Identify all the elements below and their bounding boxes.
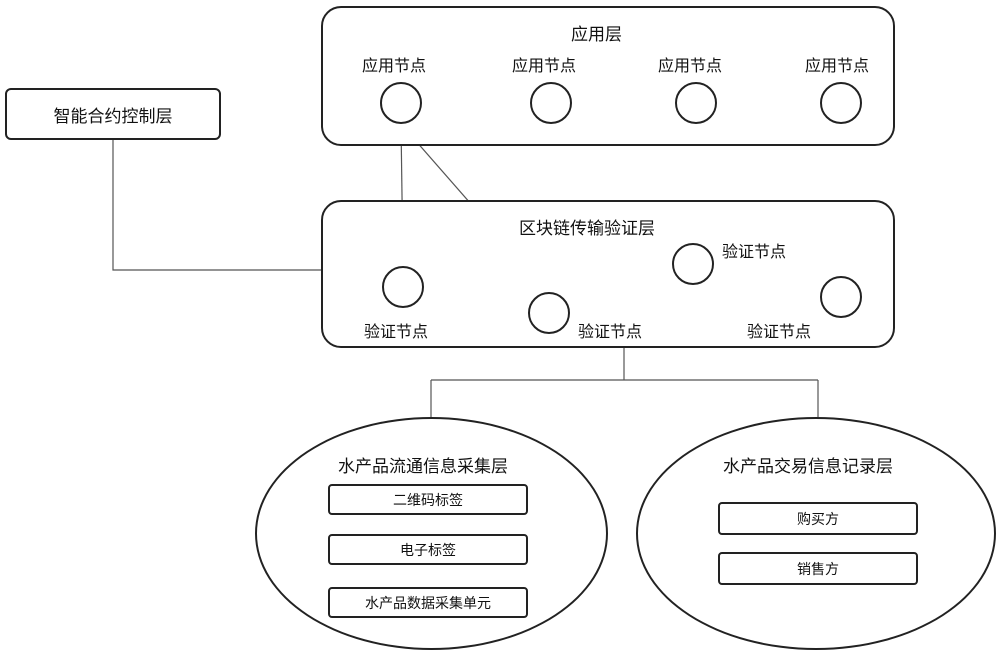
qr-code-tag-label: 二维码标签 xyxy=(393,492,463,509)
validator-node-1 xyxy=(382,266,424,308)
app-node-1 xyxy=(380,82,422,124)
app-node-label-3: 应用节点 xyxy=(658,56,723,75)
app-node-label-2: 应用节点 xyxy=(512,56,577,75)
validator-node-3 xyxy=(672,243,714,285)
electronic-tag-box: 电子标签 xyxy=(328,534,528,565)
validator-node-label-2: 验证节点 xyxy=(578,322,643,341)
validator-node-label-4: 验证节点 xyxy=(747,322,812,341)
application-layer-box xyxy=(321,6,895,146)
smart-contract-layer-label: 智能合约控制层 xyxy=(53,106,173,127)
app-node-label-1: 应用节点 xyxy=(362,56,427,75)
app-node-label-4: 应用节点 xyxy=(805,56,870,75)
qr-code-tag-box: 二维码标签 xyxy=(328,484,528,515)
app-node-4 xyxy=(820,82,862,124)
smart-contract-layer-box: 智能合约控制层 xyxy=(5,88,221,140)
buyer-box: 购买方 xyxy=(718,502,918,535)
electronic-tag-label: 电子标签 xyxy=(400,542,456,559)
circulation-layer-title: 水产品流通信息采集层 xyxy=(338,457,508,477)
transaction-layer-title: 水产品交易信息记录层 xyxy=(723,457,893,477)
data-collection-unit-label: 水产品数据采集单元 xyxy=(365,595,491,612)
validator-node-label-3: 验证节点 xyxy=(722,242,787,261)
app-node-3 xyxy=(675,82,717,124)
validator-node-2 xyxy=(528,292,570,334)
blockchain-layer-title: 区块链传输验证层 xyxy=(519,219,655,239)
data-collection-unit-box: 水产品数据采集单元 xyxy=(328,587,528,618)
validator-node-label-1: 验证节点 xyxy=(364,322,429,341)
validator-node-4 xyxy=(820,276,862,318)
app-node-2 xyxy=(530,82,572,124)
seller-box: 销售方 xyxy=(718,552,918,585)
seller-label: 销售方 xyxy=(797,561,839,578)
buyer-label: 购买方 xyxy=(797,511,839,528)
connector-smart-contract xyxy=(112,140,323,271)
application-layer-title: 应用层 xyxy=(571,25,622,45)
